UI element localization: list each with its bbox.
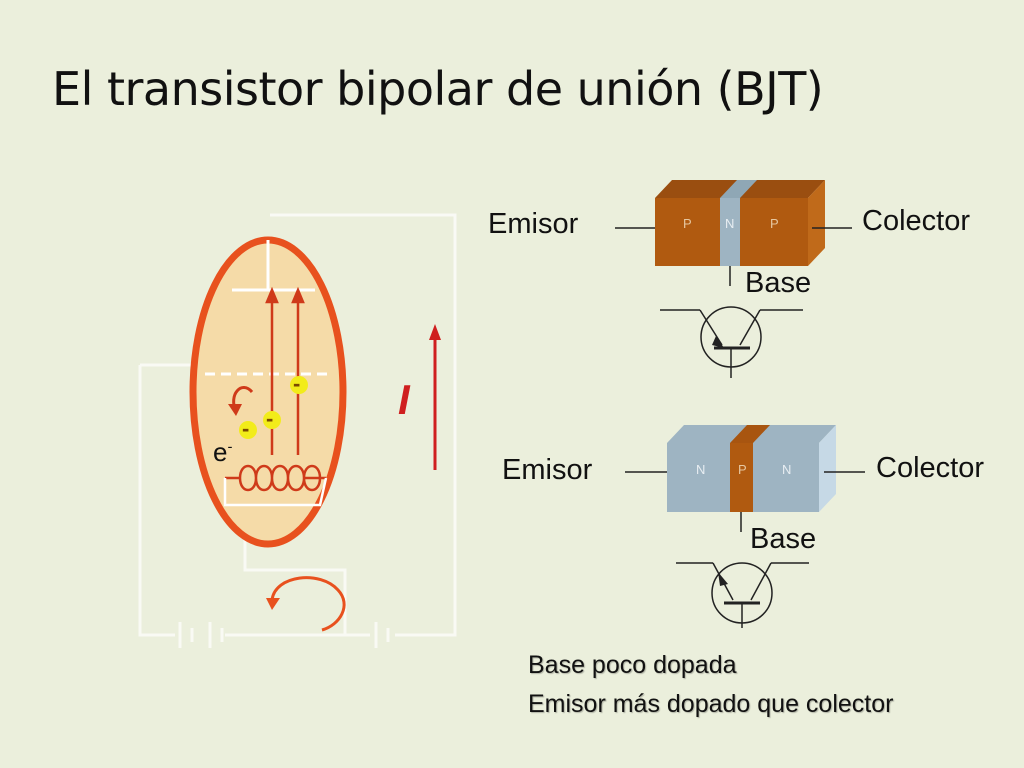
pnp-transistor-symbol-icon [660,306,803,378]
npn-base-label: Base [750,523,817,555]
electron-minus-2: - [266,406,274,431]
npn-layer-right: N [782,462,792,477]
pnp-base-label: Base [745,267,812,299]
pnp-layer-left: P [683,216,692,231]
slide-title: El transistor bipolar de unión (BJT) [52,62,824,116]
electron-badge-2 [263,411,281,429]
note-base-doping: Base poco dopada [528,651,737,679]
pnp-p-left [655,198,720,266]
npn-transistor-symbol-icon [676,562,809,628]
npn-emitter-label: Emisor [502,454,593,486]
electron-minus-3: - [242,416,250,441]
npn-layer-center: P [738,462,747,477]
electron-badge-1 [290,376,308,394]
pnp-n-center [720,198,740,266]
npn-layer-left: N [696,462,706,477]
npn-n-left [667,443,730,512]
circulation-arrow [270,576,346,632]
npn-n-right [753,443,819,512]
electron-minus-1: - [293,371,301,396]
current-label: I [398,376,410,423]
pnp-layer-right: P [770,216,779,231]
pnp-layer-center: N [725,216,735,231]
pnp-emitter-label: Emisor [488,208,579,240]
electron-charge: - [227,438,233,456]
electron-label: e- [213,437,232,468]
npn-collector-label: Colector [876,452,984,484]
npn-p-center [730,443,753,512]
electron-symbol: e [213,437,228,467]
note-emitter-doping: Emisor más dopado que colector [528,690,894,718]
heater-coil-icon [225,464,326,492]
pnp-p-right [740,198,808,266]
pnp-collector-label: Colector [862,205,970,237]
electron-badge-3 [239,421,257,439]
